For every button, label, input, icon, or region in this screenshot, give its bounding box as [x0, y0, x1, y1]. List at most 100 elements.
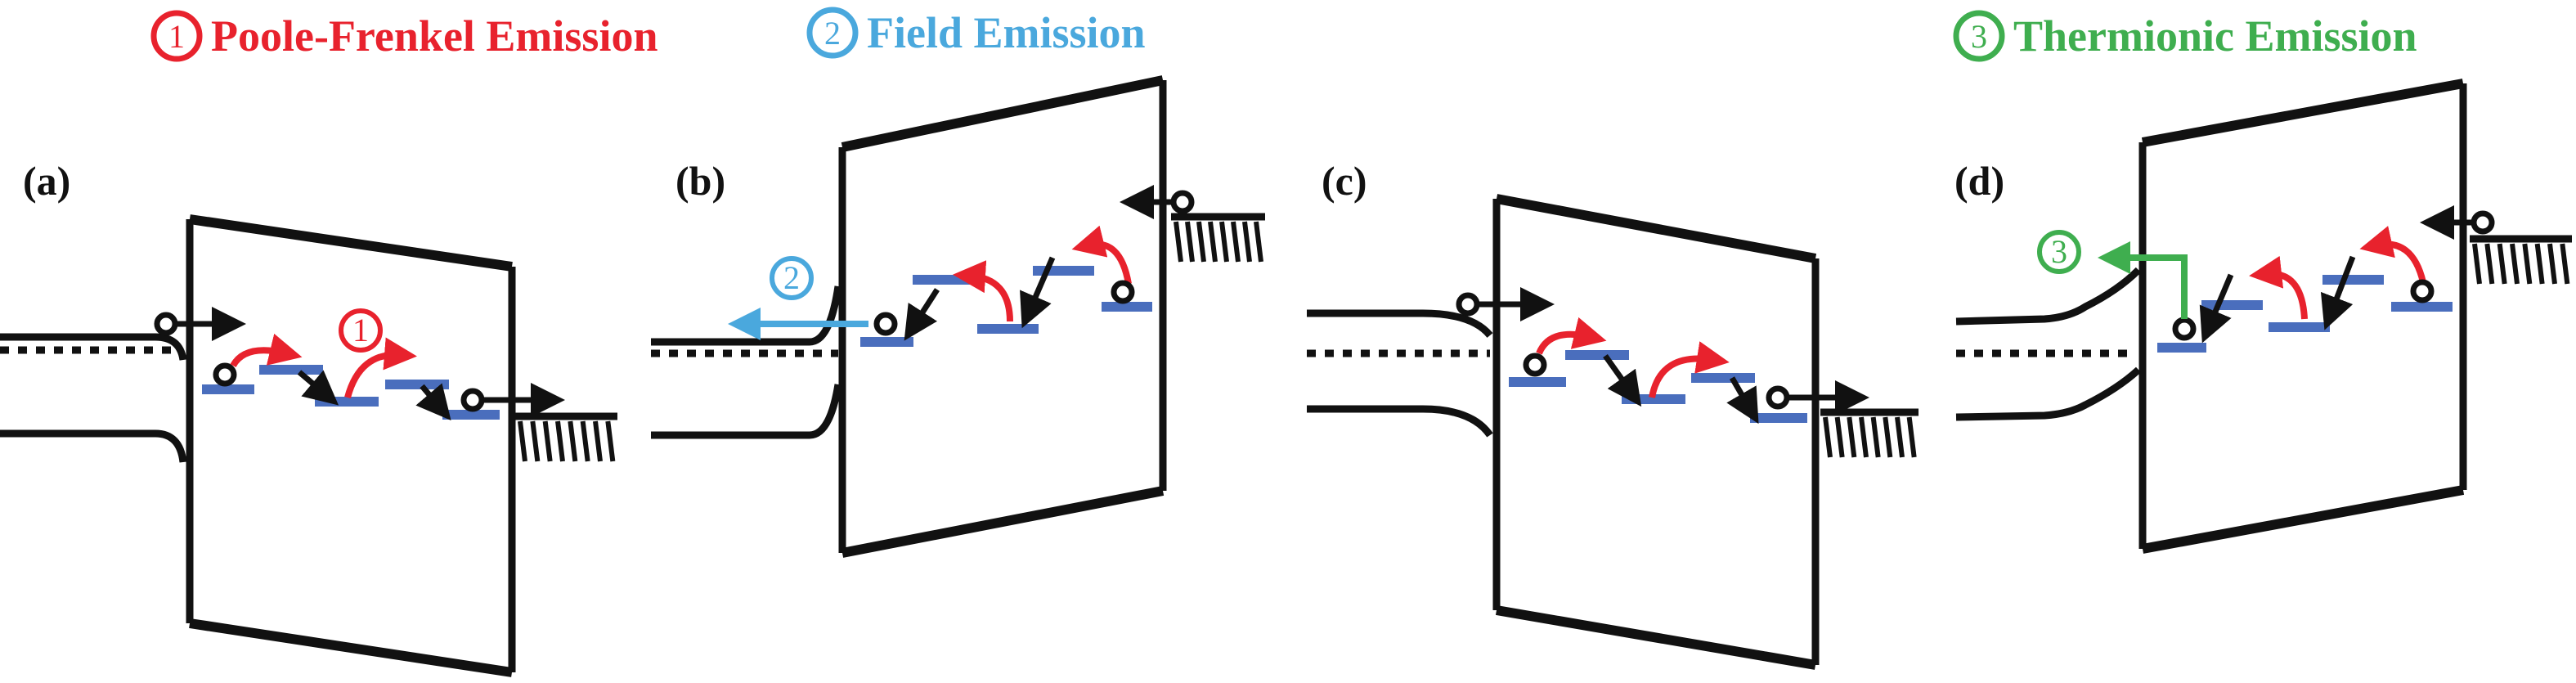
panel-c-pf-hop-arrow — [1649, 341, 1730, 398]
panel-d-pf-hop-arrow — [2249, 255, 2308, 320]
panel-d-metal-hatch — [2510, 243, 2520, 285]
badge-3-number: 3 — [1971, 18, 1987, 55]
panel-b-label: (b) — [675, 158, 725, 204]
panel-b-trap-level — [1033, 266, 1094, 276]
panel-a-trap-level — [202, 384, 254, 394]
panel-d-metal-hatch — [2534, 243, 2545, 285]
panel-a-metal-hatch — [605, 420, 616, 462]
title-field-emission-text: Field Emission — [867, 8, 1146, 57]
panel-c-trapped-electron-icon — [1523, 353, 1547, 377]
panel-d-metal-hatch — [2560, 243, 2570, 285]
panel-d-label: (d) — [1954, 158, 2004, 204]
title-poole-frenkel: 1 Poole-Frenkel Emission — [150, 10, 658, 62]
badge-3-icon — [1953, 10, 2005, 62]
panel-a-metal-hatch — [580, 420, 590, 462]
panel-d-metal-hatch — [2484, 243, 2495, 285]
panel-c-pf-hop-arrow — [1536, 317, 1607, 355]
panel-b-trap-level — [913, 275, 974, 285]
panel-a-barrier-top — [189, 214, 513, 272]
panel-c-metal-hatch — [1906, 416, 1917, 458]
panel-a: 1 — [0, 214, 617, 677]
panel-c-metal-hatch — [1895, 416, 1905, 458]
panel-b-metal-hatch — [1219, 221, 1229, 263]
panel-b-metal-hatch — [1174, 221, 1183, 263]
panel-c — [1307, 194, 1919, 670]
panel-c-metal-hatch — [1847, 416, 1857, 458]
panel-c-relax-arrow — [1726, 376, 1759, 425]
badge-1-number: 1 — [168, 18, 185, 55]
panel-c-metal-hatch — [1870, 416, 1881, 458]
panel-c-barrier-bottom — [1495, 605, 1817, 670]
panel-b: 2 — [651, 75, 1265, 558]
panel-d-relax-arrow — [2199, 273, 2234, 344]
panel-a-injected-electron-icon — [154, 312, 178, 336]
panel-b-mechanism-badge-number: 2 — [783, 259, 800, 296]
panel-d-metal-hatch — [2472, 243, 2482, 285]
panel-a-trapped-electron-icon — [213, 362, 237, 387]
panel-c-trap-level — [1509, 377, 1566, 387]
panel-b-trapped-origin-electron-icon — [1111, 280, 1135, 304]
panel-c-label: (c) — [1322, 158, 1367, 204]
panel-a-metal-hatch — [530, 420, 541, 462]
panel-b-valence-band — [651, 384, 842, 439]
panel-d-relax-arrow — [2320, 255, 2356, 330]
panel-c-relax-arrow — [1603, 353, 1642, 407]
panel-a-collected-electron-icon — [460, 388, 485, 412]
panel-b-metal-hatch — [1185, 221, 1195, 263]
panel-a-trap-level — [259, 365, 323, 375]
panel-d-trapped-electron-icon — [2172, 317, 2197, 341]
panel-c-valence-band — [1307, 405, 1493, 438]
panel-a-metal-hatch — [555, 420, 565, 462]
panel-b-trap-level — [977, 324, 1039, 334]
panel-b-metal-hatch — [1231, 221, 1241, 263]
panel-b-trap-level — [860, 337, 913, 347]
title-field-emission: 2 Field Emission — [806, 7, 1146, 59]
panel-a-trap-level — [385, 380, 449, 389]
panel-a-trap-level — [315, 397, 379, 407]
panel-d-metal-hatch — [2522, 243, 2533, 285]
panel-c-injected-electron-icon — [1456, 292, 1480, 317]
panel-a-conduction-band — [0, 333, 187, 361]
panel-c-collected-electron-icon — [1766, 385, 1790, 410]
panel-c-trap-level — [1691, 373, 1755, 383]
badge-1-icon — [150, 10, 203, 62]
panel-d-trap-level — [2269, 322, 2330, 332]
panel-b-pf-hop-arrow — [1071, 225, 1132, 285]
panel-b-barrier-top — [841, 75, 1165, 152]
panel-d-barrier-bottom — [2141, 485, 2465, 554]
panel-c-metal-hatch — [1823, 416, 1833, 458]
title-poole-frenkel-text: Poole-Frenkel Emission — [211, 11, 658, 61]
panel-d-valence-band — [1955, 366, 2142, 421]
panel-a-pf-hop-arrow — [230, 333, 303, 368]
panel-d-metal-hatch — [2497, 243, 2507, 285]
panel-a-mechanism-badge-icon — [339, 308, 383, 353]
panel-d-trap-level — [2201, 300, 2263, 310]
panel-a-metal-hatch — [568, 420, 578, 462]
badge-2-icon — [806, 7, 859, 59]
panel-b-trap-level — [1102, 302, 1152, 312]
panel-d-thermionic-arrow — [2098, 241, 2188, 319]
panel-d-mechanism-badge-number: 3 — [2051, 233, 2067, 270]
title-thermionic-emission: 3 Thermionic Emission — [1953, 10, 2417, 62]
title-thermionic-text: Thermionic Emission — [2013, 11, 2417, 61]
panel-a-trap-level — [442, 410, 500, 420]
panel-a-relax-arrow — [297, 370, 339, 406]
panel-c-conduction-band — [1307, 309, 1493, 339]
panel-a-barrier-bottom — [189, 618, 513, 677]
panel-c-metal-hatch — [1834, 416, 1845, 458]
panel-b-metal-hatch — [1254, 221, 1263, 263]
panel-a-valence-band — [0, 429, 187, 463]
panel-d-conduction-band — [1955, 267, 2142, 326]
panel-b-conduction-band — [651, 285, 842, 346]
panel-b-metal-hatch — [1208, 221, 1218, 263]
panel-d-barrier-top — [2141, 79, 2465, 147]
badge-2-number: 2 — [824, 15, 841, 52]
panel-a-pf-hop-arrow — [344, 337, 417, 399]
panel-d-trap-level — [2322, 275, 2384, 285]
panel-b-metal-hatch — [1196, 221, 1206, 263]
panel-b-relax-arrow — [904, 288, 940, 341]
panel-a-metal-hatch — [518, 420, 527, 462]
panel-d-metal-hatch — [2547, 243, 2557, 285]
panel-d-injected-electron-icon — [2471, 210, 2495, 235]
panel-c-metal-hatch — [1883, 416, 1893, 458]
